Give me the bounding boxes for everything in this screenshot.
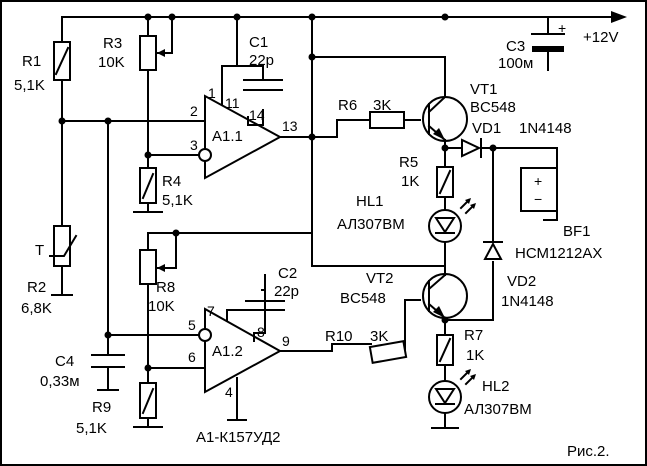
c2-value: 22p (274, 283, 299, 300)
vt1-stage (311, 95, 468, 168)
hl1-ref: HL1 (356, 193, 384, 210)
r6-value: 3K (373, 97, 391, 114)
c3-plus: + (558, 20, 566, 36)
c4-ref: C4 (55, 353, 74, 370)
c2-ref: C2 (278, 265, 297, 282)
a11-pin11: 11 (225, 95, 240, 111)
a11-pin14: 14 (249, 107, 265, 123)
r3-r4-divider (133, 13, 199, 213)
a12-pin6: 6 (188, 349, 196, 365)
c4-value: 0,33м (40, 373, 80, 390)
vd1-value: 1N4148 (519, 120, 572, 137)
r1-value: 5,1K (14, 77, 45, 94)
r3-value: 10K (98, 54, 125, 71)
r8-value: 10K (148, 298, 175, 315)
r4-value: 5,1K (162, 192, 193, 209)
hl1-value: АЛ307ВМ (337, 216, 405, 233)
c4-network (91, 120, 199, 391)
a11-pin13: 13 (282, 118, 298, 134)
a12-pin8: 8 (257, 324, 265, 340)
vt1-ref: VT1 (470, 81, 498, 98)
r8-r9-divider (133, 229, 313, 428)
supply-label: +12V (583, 29, 618, 46)
r5-ref: R5 (399, 154, 418, 171)
a12-pin5: 5 (188, 317, 196, 333)
r1-ref: R1 (22, 53, 41, 70)
vd1-ref: VD1 (472, 120, 501, 137)
r9-value: 5,1K (76, 420, 107, 437)
c3-ref: C3 (506, 38, 525, 55)
hl2-value: АЛ307ВМ (464, 401, 532, 418)
c3-value: 100м (498, 55, 533, 72)
r6-ref: R6 (338, 97, 357, 114)
a12-pin4: 4 (225, 384, 233, 400)
central-bus (308, 16, 446, 267)
r9-ref: R9 (92, 399, 111, 416)
bf1-ref: BF1 (563, 223, 591, 240)
r7-value: 1K (466, 347, 484, 364)
c1-ref: C1 (249, 34, 268, 51)
a11-pin3: 3 (190, 137, 198, 153)
r7-ref: R7 (464, 327, 483, 344)
r8-ref: R8 (156, 279, 175, 296)
a12-pin9: 9 (282, 333, 290, 349)
a12-pin7: 7 (207, 303, 215, 319)
a11-pin2: 2 (190, 103, 198, 119)
r2-ref: R2 (27, 279, 46, 296)
r5-value: 1K (401, 173, 419, 190)
vd2-value: 1N4148 (501, 293, 554, 310)
vt2-value: BC548 (340, 290, 386, 307)
bf1-value: НСМ1212АХ (515, 245, 602, 262)
c1-value: 22p (249, 52, 274, 69)
opamp-a1-1 (198, 16, 313, 180)
vd2 (466, 147, 503, 321)
r10-value: 3K (370, 328, 388, 345)
r2-type: T (35, 242, 44, 259)
figure-caption: Рис.2. (567, 443, 610, 460)
r3-ref: R3 (103, 35, 122, 52)
a11-pin1: 1 (208, 85, 216, 101)
bf1-plus: + (534, 173, 542, 189)
r2-value: 6,8K (21, 300, 52, 317)
hl2-ref: HL2 (482, 378, 510, 395)
vt1-value: BC548 (470, 99, 516, 116)
vd1-bf1 (461, 138, 558, 221)
r4-ref: R4 (162, 173, 181, 190)
vd2-ref: VD2 (507, 273, 536, 290)
vt2-stage (368, 265, 468, 364)
opamp-a1-2 (198, 274, 372, 421)
a1-label: A1-К157УД2 (196, 429, 280, 446)
r10-ref: R10 (325, 328, 353, 345)
r7-hl2 (428, 334, 476, 429)
r1-r2-divider (49, 16, 201, 296)
vt2-ref: VT2 (366, 270, 394, 287)
a11-label: A1.1 (212, 128, 243, 145)
bf1-minus: − (534, 191, 542, 207)
r5-hl1 (428, 166, 476, 267)
a12-label: A1.2 (212, 343, 243, 360)
